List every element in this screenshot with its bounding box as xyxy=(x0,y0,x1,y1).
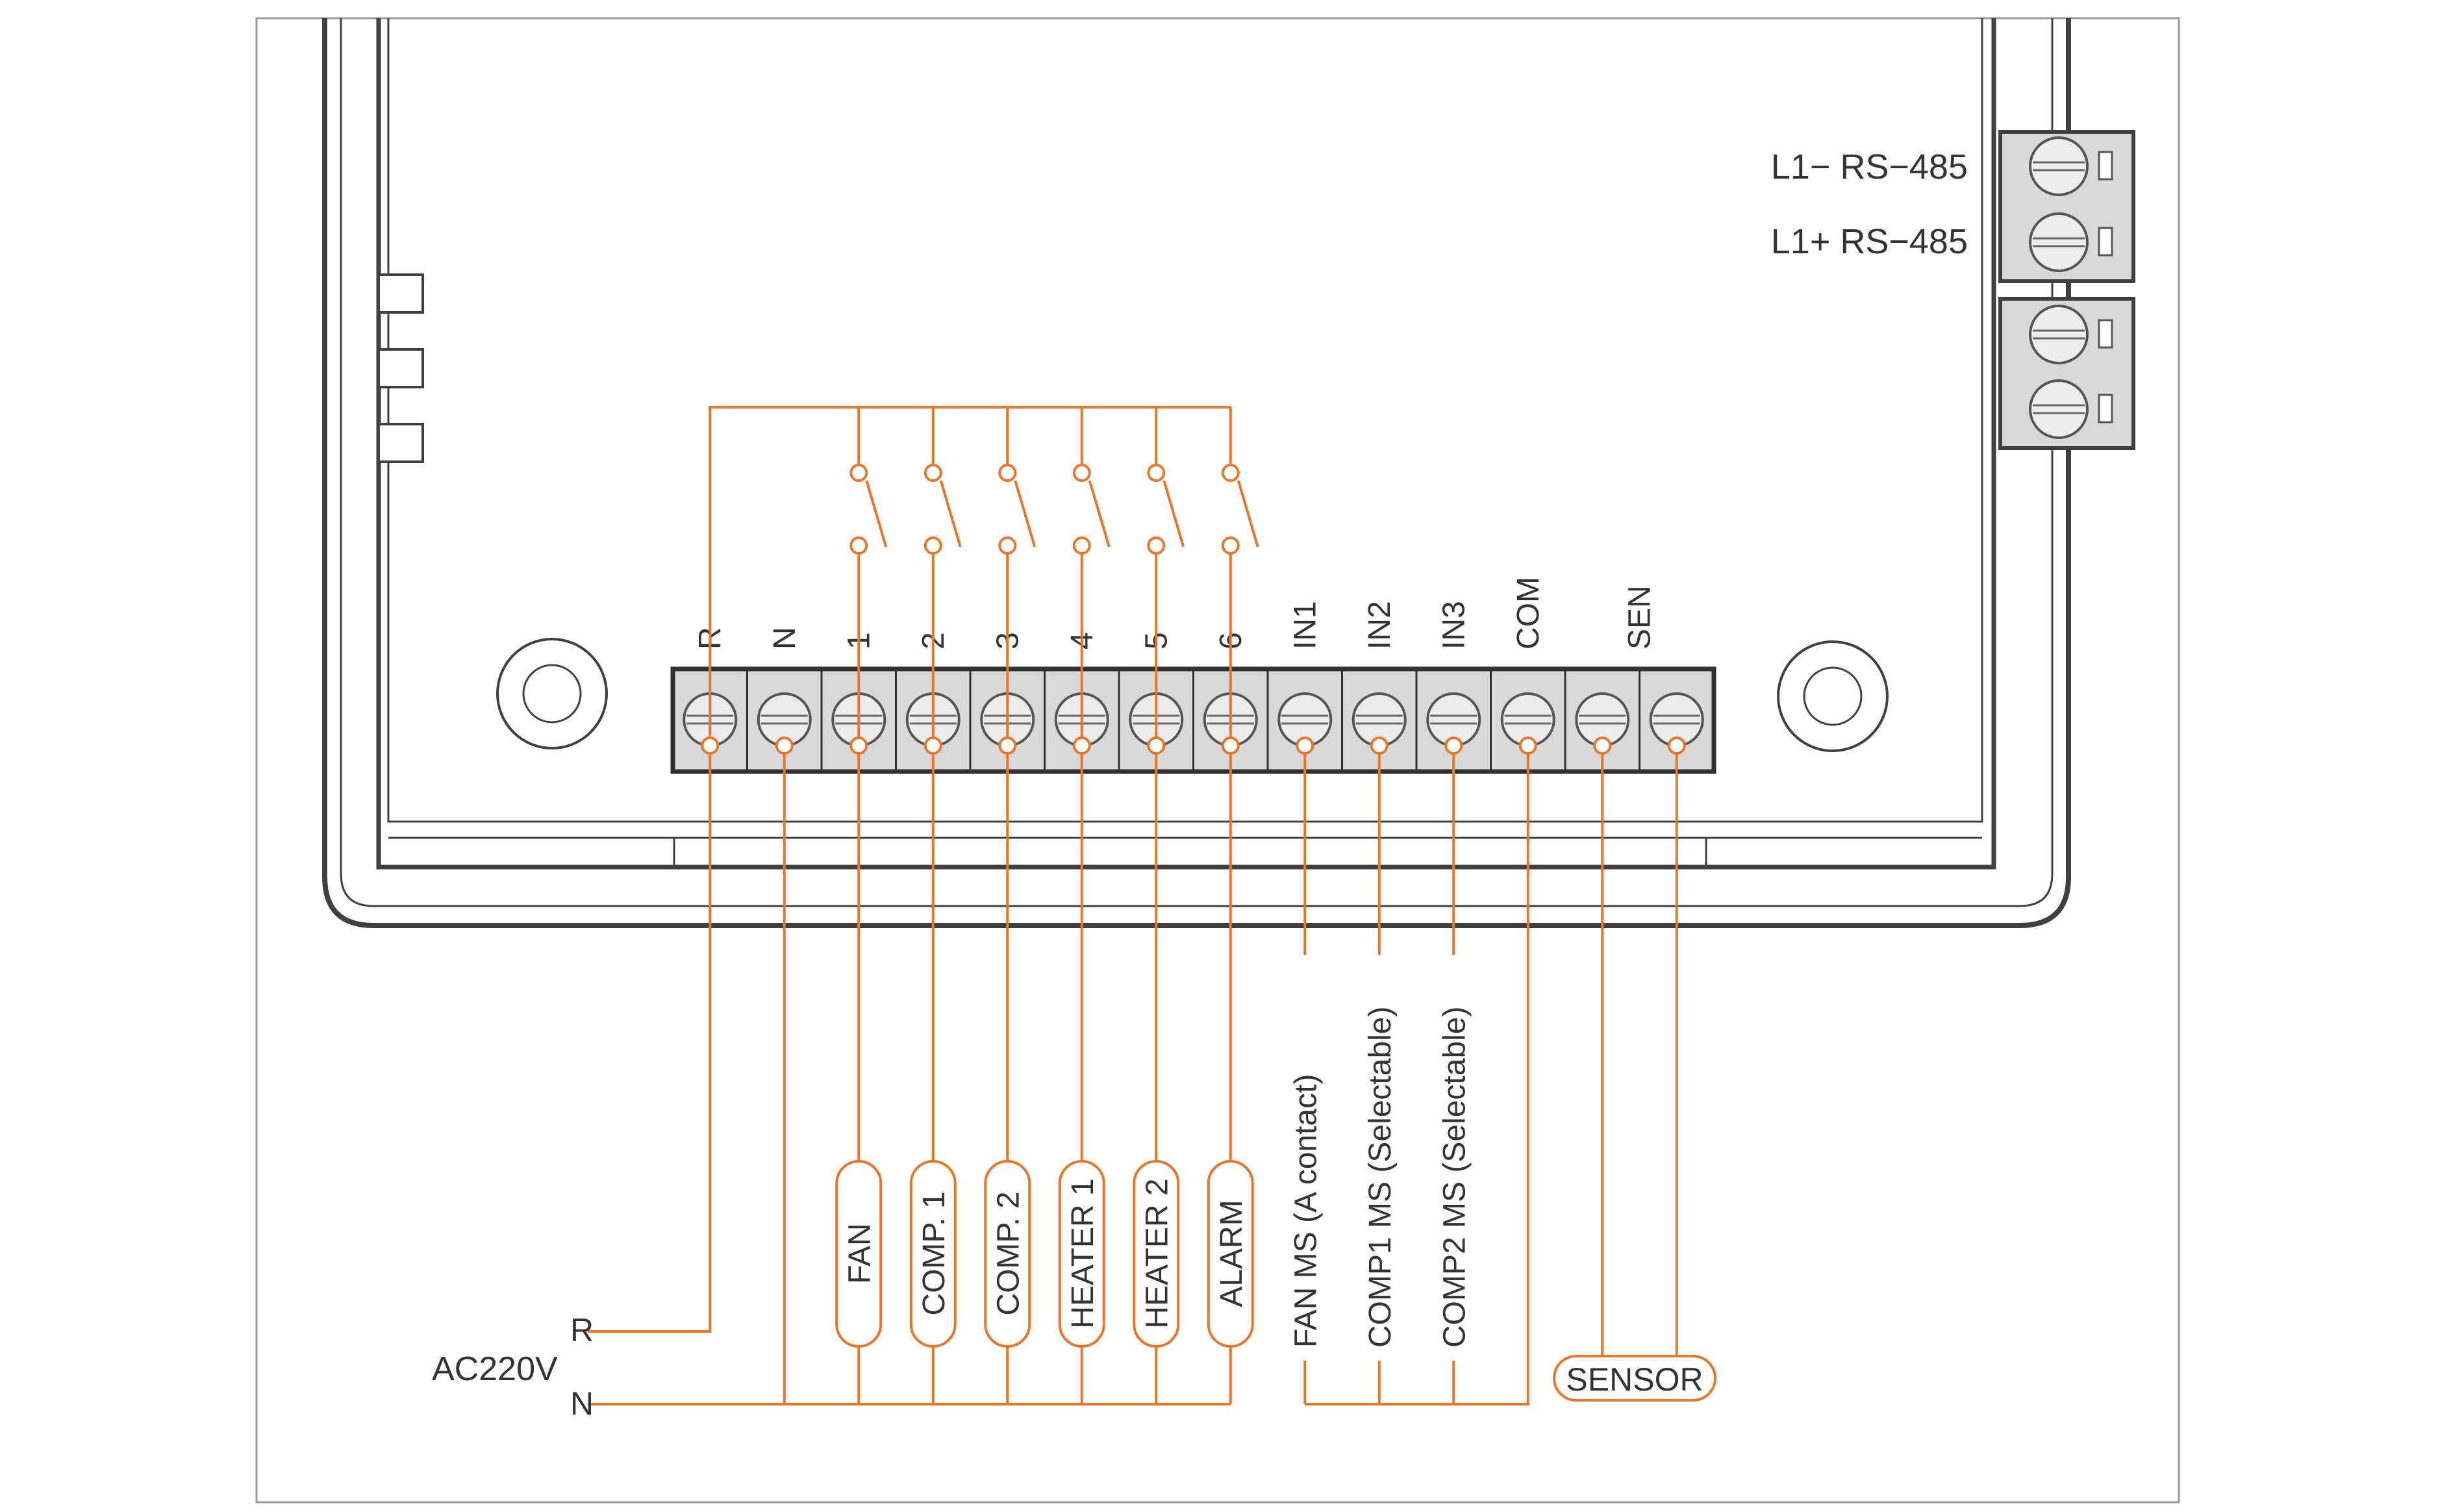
input-labels: FAN MS (A contact) COMP1 MS (Selectable) C… xyxy=(1288,1007,1472,1348)
rs485-screw-3 xyxy=(2029,305,2113,364)
rs485-screw-1 xyxy=(2029,136,2113,196)
load-comp-2: COMP. 2 xyxy=(984,1160,1031,1348)
rs485-l1-plus-label: L1+ RS−485 xyxy=(1771,222,1968,261)
terminal-screw xyxy=(1266,669,1333,772)
relay-contact-3 xyxy=(998,407,1037,746)
terminal-label-n: N xyxy=(768,627,802,649)
terminal-label-com: COM xyxy=(1511,577,1546,649)
wiring xyxy=(588,737,1686,1405)
relay-contact-6 xyxy=(1221,407,1259,746)
relay-contact-1 xyxy=(849,407,888,746)
terminal-label-in1: IN1 xyxy=(1288,601,1322,649)
load-alarm: ALARM xyxy=(1207,1160,1254,1348)
load-comp-1: COMP. 1 xyxy=(909,1160,957,1348)
relay-contact-2 xyxy=(924,407,962,746)
rs485-screw-2 xyxy=(2029,212,2113,272)
wire-r xyxy=(588,746,712,1333)
terminal-label-in3: IN3 xyxy=(1437,601,1471,649)
load-label-fan: FAN xyxy=(842,1223,877,1283)
load-heater-1: HEATER 1 xyxy=(1058,1160,1105,1348)
rs485-screw-4 xyxy=(2029,379,2113,439)
input-label-2: COMP1 MS (Selectable) xyxy=(1363,1007,1398,1348)
power-r-label: R xyxy=(570,1312,594,1348)
load-label-comp-2: COMP. 2 xyxy=(991,1191,1025,1315)
power-n-label: N xyxy=(570,1385,594,1422)
power-voltage-label: AC220V xyxy=(432,1350,558,1388)
load-fan: FAN xyxy=(835,1160,883,1348)
rs485-connector xyxy=(1998,130,2135,450)
side-tabs xyxy=(377,273,424,463)
load-label-heater-2: HEATER 2 xyxy=(1140,1178,1174,1328)
rs485-l1-minus-label: L1− RS−485 xyxy=(1771,147,1968,186)
mounting-hole-right xyxy=(1777,640,1889,752)
terminal-block xyxy=(670,666,1716,774)
sensor-box: SENSOR xyxy=(1553,1355,1716,1402)
mounting-hole-left xyxy=(496,638,608,750)
load-heater-2: HEATER 2 xyxy=(1133,1160,1180,1348)
wire-com xyxy=(1305,746,1529,1405)
terminal-label-sen: SEN xyxy=(1623,585,1657,649)
terminal-label-in2: IN2 xyxy=(1363,601,1397,649)
relay-contacts xyxy=(709,406,1259,746)
load-label-heater-1: HEATER 1 xyxy=(1066,1178,1100,1328)
output-loads: FAN COMP. 1 COMP. 2 HEATER 1 HEATER 2 ALARM xyxy=(835,1160,1254,1348)
sensor-label: SENSOR xyxy=(1566,1361,1703,1398)
input-label-3: COMP2 MS (Selectable) xyxy=(1437,1007,1472,1348)
relay-contact-4 xyxy=(1072,407,1111,746)
terminal-screw xyxy=(1490,669,1555,772)
input-label-1: FAN MS (A contact) xyxy=(1288,1074,1323,1348)
relay-contact-5 xyxy=(1147,407,1185,746)
load-label-alarm: ALARM xyxy=(1214,1200,1249,1307)
load-label-comp-1: COMP. 1 xyxy=(917,1191,951,1315)
terminal-screw xyxy=(1415,669,1481,772)
